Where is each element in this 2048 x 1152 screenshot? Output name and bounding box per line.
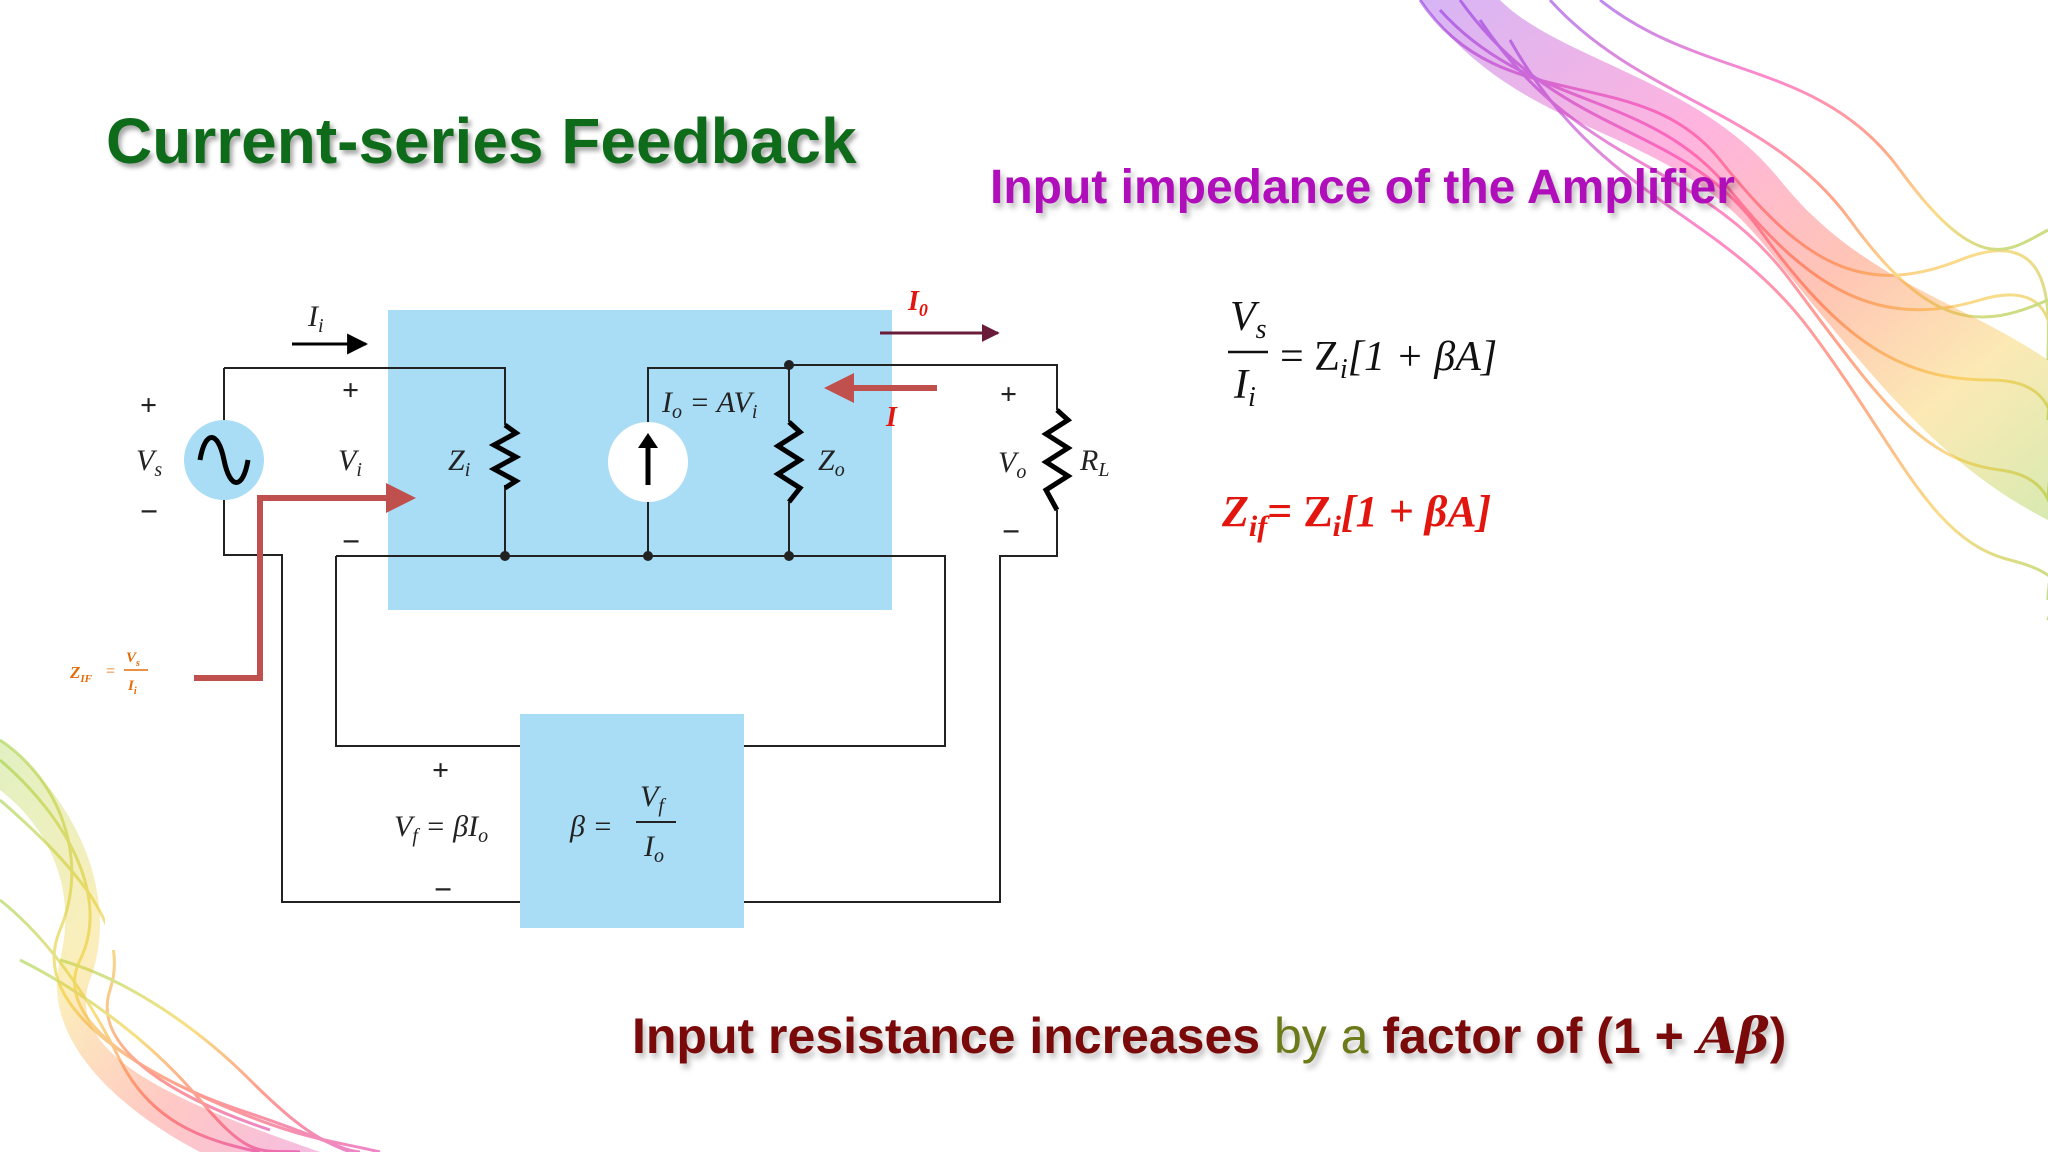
- vs-minus-label: −: [140, 493, 158, 529]
- vi-label: Vi: [338, 444, 362, 481]
- svg-text:Vs: Vs: [1230, 294, 1267, 345]
- equation-2: Zif= Zi[1 + βA]: [1221, 487, 1491, 543]
- conclusion-part-4: Aβ: [1697, 1006, 1770, 1065]
- svg-text:=: =: [106, 663, 115, 680]
- svg-text:Vs: Vs: [126, 650, 140, 669]
- vf-equation-label: Vf = βIo: [394, 810, 488, 847]
- vo-plus-label: +: [1000, 378, 1017, 411]
- zif-arrow: [194, 483, 416, 681]
- svg-text:ZIF: ZIF: [69, 663, 93, 685]
- beta-label: β =: [569, 810, 613, 843]
- zi-label: Zi: [448, 444, 470, 481]
- vo-minus-label: −: [1002, 513, 1020, 549]
- beta-denominator: Io: [643, 830, 664, 867]
- zo-resistor: [773, 420, 805, 504]
- sine-icon: [197, 435, 251, 485]
- conclusion-part-1: Input resistance increases: [632, 1008, 1261, 1064]
- bottom-left-wisp-fill: [0, 740, 320, 1152]
- feedback-block: [520, 714, 744, 928]
- section-subtitle: Input impedance of the Amplifier: [990, 161, 1735, 214]
- conclusion-part-5: ): [1769, 1008, 1787, 1064]
- vi-minus-label: −: [342, 523, 360, 559]
- beta-numerator: Vf: [640, 780, 666, 817]
- vs-plus-label: +: [140, 389, 157, 422]
- conclusion-text: Input resistance increases by a factor o…: [632, 1006, 1786, 1065]
- svg-text:Zif= Zi[1 + βA]: Zif= Zi[1 + βA]: [1221, 487, 1491, 543]
- vf-minus-label: −: [434, 871, 452, 907]
- vs-label: Vs: [136, 444, 162, 481]
- input-current-label: Ii: [307, 300, 324, 337]
- rl-resistor: [1041, 408, 1073, 512]
- rl-label: RL: [1079, 444, 1109, 481]
- zif-label: ZIF = Vs Ii: [69, 650, 148, 697]
- top-right-wisp-fill: [1420, 0, 2048, 520]
- svg-text:Ii: Ii: [127, 678, 137, 697]
- page-title: Current-series Feedback: [106, 105, 857, 177]
- conclusion-part-3: factor of (1 +: [1382, 1008, 1698, 1064]
- io-equation-label: Io = AVi: [661, 386, 757, 423]
- circuit-nodes: [500, 360, 794, 561]
- vf-plus-label: +: [432, 754, 449, 787]
- zo-label: Zo: [818, 444, 845, 481]
- svg-text:= Zi[1 + βA]: = Zi[1 + βA]: [1280, 334, 1497, 385]
- conclusion-part-2: by a: [1260, 1008, 1383, 1064]
- equation-1: Vs Ii = Zi[1 + βA]: [1228, 294, 1497, 413]
- vo-label: Vo: [998, 446, 1026, 483]
- svg-text:Ii: Ii: [1233, 362, 1256, 413]
- vi-plus-label: +: [342, 374, 359, 407]
- zi-resistor: [488, 422, 522, 491]
- output-current-label: I0: [907, 286, 928, 320]
- load-current-label: I: [885, 402, 898, 433]
